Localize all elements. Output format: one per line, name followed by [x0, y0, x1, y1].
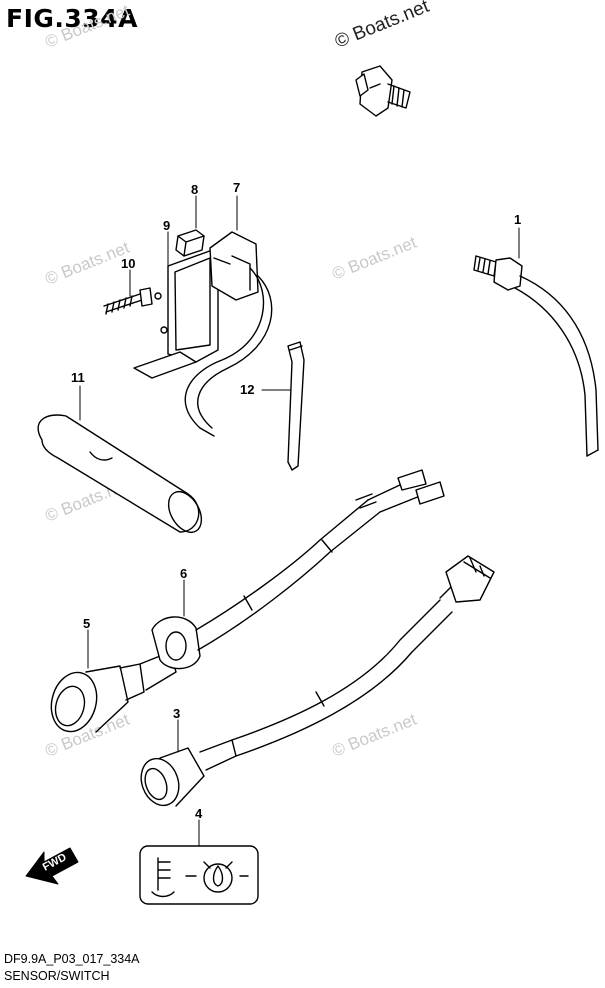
forward-direction-arrow: FWD — [25, 847, 79, 885]
sensor-harness-lower — [140, 555, 495, 807]
callout-part-6: 6 — [180, 566, 187, 581]
callout-part-8: 8 — [191, 182, 198, 197]
watermark: © Boats.net — [329, 233, 419, 284]
indicator-decal — [139, 845, 259, 905]
watermark: © Boats.net — [329, 710, 419, 761]
callout-part-9: 9 — [163, 218, 170, 233]
callout-part-7: 7 — [233, 180, 240, 195]
callout-part-12: 12 — [240, 382, 254, 397]
thermo-sensor-top — [355, 65, 411, 117]
watermark: © Boats.net — [42, 238, 132, 289]
watermark: © Boats.net — [42, 1, 132, 52]
cable-tie — [287, 341, 305, 471]
protective-sleeve — [37, 414, 203, 533]
callout-part-1: 1 — [514, 212, 521, 227]
callout-part-3: 3 — [173, 706, 180, 721]
sensor-with-wire — [473, 255, 599, 457]
callout-part-10: 10 — [121, 256, 135, 271]
callout-leaders — [79, 195, 520, 847]
callout-part-5: 5 — [83, 616, 90, 631]
figure-title: FIG.334A — [6, 4, 138, 33]
watermark-top: © Boats.net — [332, 0, 433, 53]
callout-part-4: 4 — [195, 806, 203, 821]
diagram-code: DF9.9A_P03_017_334A — [4, 952, 140, 966]
callout-part-11: 11 — [71, 370, 85, 385]
bracket-switch-assembly — [103, 229, 273, 437]
sensor-harness-upper — [50, 469, 445, 733]
section-name: SENSOR/SWITCH — [4, 969, 110, 983]
